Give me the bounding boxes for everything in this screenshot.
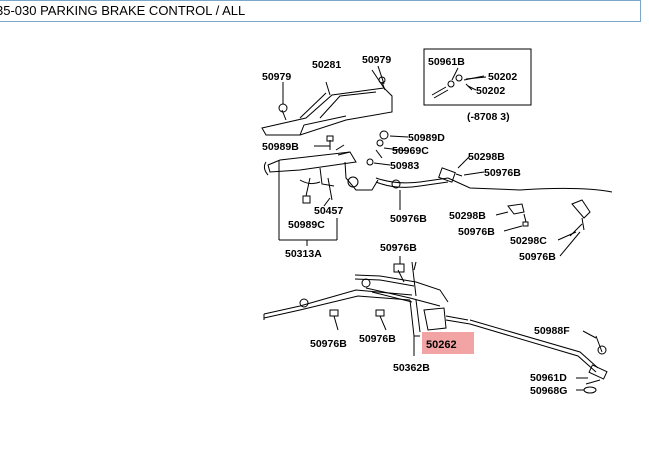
callout-50262[interactable]: 50262: [426, 339, 457, 351]
inset-date-code: (-8708 3): [467, 111, 510, 123]
cable-clips: [507, 199, 591, 237]
callout-50969C: 50969C: [392, 145, 429, 157]
callout-50961B-inset: 50961B: [428, 56, 465, 68]
console-cover: [261, 69, 393, 136]
callout-50202-lower: 50202: [476, 85, 505, 97]
callout-50298B-upper: 50298B: [468, 151, 505, 163]
title-bar: 35-030 PARKING BRAKE CONTROL / ALL: [0, 0, 641, 22]
callout-50989B: 50989B: [262, 141, 299, 153]
highlight-50262: [422, 332, 474, 354]
callout-50976B-right: 50976B: [519, 251, 556, 263]
callout-50298B-lower: 50298B: [449, 210, 486, 222]
callout-50983: 50983: [390, 160, 419, 172]
callout-50989D: 50989D: [408, 132, 445, 144]
callout-50457: 50457: [314, 205, 343, 217]
callout-50313A: 50313A: [285, 248, 322, 260]
callout-50988F: 50988F: [534, 325, 570, 337]
callout-50976B-lower-left: 50976B: [310, 338, 347, 350]
callout-50976B-lower-mid: 50976B: [359, 333, 396, 345]
callout-50976B-upper-right: 50976B: [484, 167, 521, 179]
callout-50976B-middle: 50976B: [390, 213, 427, 225]
callout-50976B-top-lower: 50976B: [380, 242, 417, 254]
callout-50979-left: 50979: [262, 71, 291, 83]
callout-50961D: 50961D: [530, 372, 567, 384]
brake-lever: [263, 130, 389, 204]
callout-50979-right: 50979: [362, 54, 391, 66]
callout-50202-upper: 50202: [488, 71, 517, 83]
callout-50281: 50281: [312, 59, 341, 71]
callout-50976B-clip: 50976B: [458, 226, 495, 238]
callout-50298C: 50298C: [510, 235, 547, 247]
group-bracket: [278, 160, 338, 246]
callout-50362B: 50362B: [393, 362, 430, 374]
callout-50968G: 50968G: [530, 385, 567, 397]
leader-lines: [282, 65, 597, 391]
callout-50989C: 50989C: [288, 219, 325, 231]
page-title: 35-030 PARKING BRAKE CONTROL / ALL: [0, 3, 246, 18]
front-cable: [375, 163, 613, 208]
inset-box: [423, 48, 532, 106]
rear-cable-assembly: [263, 261, 608, 394]
